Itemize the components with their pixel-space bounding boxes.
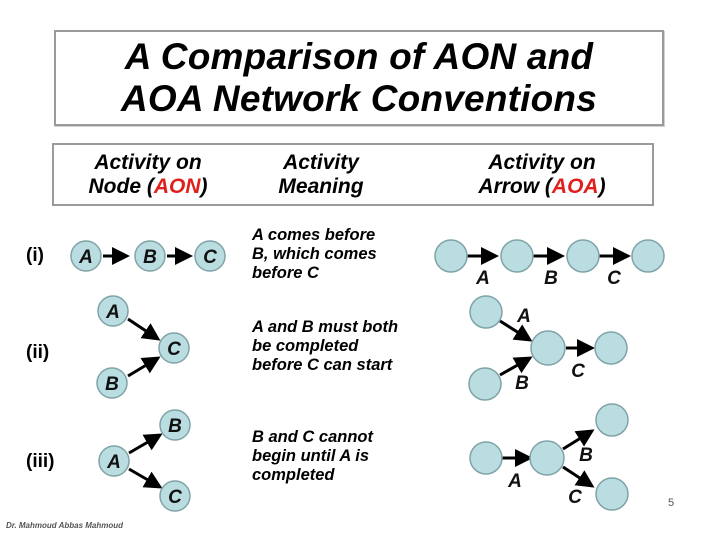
header-aoa: Activity on Arrow (AOA) (452, 151, 632, 199)
aoa-activity-c-label: C (571, 361, 585, 382)
aoa-diagram-i: A B C (434, 239, 665, 289)
aoa-event-node (595, 477, 629, 511)
meaning-ii-line: be completed (252, 337, 359, 355)
header-meaning-line1: Activity (283, 151, 359, 174)
aoa-activity-a-label: A (516, 306, 531, 327)
meaning-i-line: before C (252, 264, 319, 282)
aoa-activity-a-label: A (507, 471, 522, 492)
aon-arrow-a-c (127, 317, 161, 341)
header-meaning-line2: Meaning (278, 175, 364, 198)
meaning-iii-line: begin until A is (252, 447, 370, 465)
header-aoa-prefix: Arrow ( (478, 175, 552, 198)
aon-node-a-label: A (106, 452, 121, 473)
aoa-event-node (469, 295, 503, 329)
aoa-event-node (566, 239, 600, 273)
aoa-event-node (631, 239, 665, 273)
title-line-1: A Comparison of AON and (124, 36, 594, 77)
header-aoa-suffix: ) (598, 175, 606, 198)
aon-node-b (159, 409, 191, 441)
row-label-iii: (iii) (26, 451, 55, 472)
aon-node-c-label: C (167, 339, 181, 360)
aon-node-a (98, 445, 130, 477)
aon-arrow-a-b (128, 433, 163, 455)
aoa-arrow-a (499, 319, 533, 342)
aon-arrow-a-c (128, 467, 163, 489)
aoa-arrow-b (562, 429, 595, 451)
aoa-event-node (468, 367, 502, 401)
aon-node-a (97, 295, 129, 327)
aoa-event-node (469, 441, 503, 475)
meaning-i: A comes before B, which comes before C (252, 226, 377, 283)
header-aon-line2: Node (AON) (68, 175, 228, 199)
aon-diagram-iii: A B C (98, 409, 191, 512)
aoa-event-node (595, 403, 629, 437)
aon-node-c (159, 480, 191, 512)
aoa-event-node (594, 331, 628, 365)
header-aon-suffix: ) (200, 175, 208, 198)
aoa-activity-b-label: B (515, 373, 529, 394)
aoa-arrow-b (499, 356, 533, 377)
header-aoa-line1: Activity on (488, 151, 596, 174)
aon-node-b-label: B (143, 247, 157, 268)
meaning-ii: A and B must both be completed before C … (252, 318, 398, 375)
aoa-activity-c-label: C (568, 487, 582, 508)
aoa-event-node (500, 239, 534, 273)
header-aoa-line2: Arrow (AOA) (452, 175, 632, 199)
aon-node-a-label: A (105, 302, 120, 323)
aon-node-a (70, 240, 102, 272)
header-aon-accent: AON (153, 175, 201, 198)
title-line-2: AOA Network Conventions (120, 78, 598, 119)
header-aoa-accent: AOA (551, 175, 599, 198)
aoa-activity-a-label: A (475, 268, 490, 289)
meaning-i-line: B, which comes (252, 245, 377, 263)
header-aon: Activity on Node (AON) (68, 151, 228, 199)
aoa-activity-b-label: B (544, 268, 558, 289)
meaning-i-line: A comes before (252, 226, 376, 244)
aon-node-c (194, 240, 226, 272)
aoa-activity-b-label: B (579, 445, 593, 466)
aoa-activity-c-label: C (607, 268, 621, 289)
aon-node-b (96, 367, 128, 399)
meaning-iii-line: completed (252, 466, 335, 484)
aoa-arrow-c (562, 465, 595, 488)
meaning-iii-line: B and C cannot (252, 428, 374, 446)
row-label-i: (i) (26, 245, 44, 266)
page-number: 5 (668, 497, 675, 509)
column-header-box: Activity on Node (AON) Activity Meaning … (52, 143, 654, 206)
header-aon-line1: Activity on (94, 151, 202, 174)
aon-node-c-label: C (203, 247, 217, 268)
aon-node-b-label: B (168, 416, 182, 437)
row-label-ii: (ii) (26, 342, 50, 363)
meaning-ii-line: A and B must both (252, 318, 399, 336)
aoa-event-node (529, 440, 565, 476)
author-footer: Dr. Mahmoud Abbas Mahmoud (6, 521, 124, 530)
aon-node-b (134, 240, 166, 272)
aon-node-c-label: C (168, 487, 182, 508)
header-aon-prefix: Node ( (88, 175, 154, 198)
aon-arrow-b-c (127, 356, 161, 378)
aon-diagram-i: A B C (70, 240, 226, 272)
aoa-diagram-ii: A B C (468, 295, 628, 401)
aon-node-c (158, 332, 190, 364)
meaning-ii-line: before C can start (252, 356, 393, 374)
aoa-diagram-iii: A B C (469, 403, 629, 511)
aoa-event-node (434, 239, 468, 273)
title-box: A Comparison of AON and AOA Network Conv… (54, 30, 664, 126)
aoa-event-node (530, 330, 566, 366)
aon-diagram-ii: A B C (96, 295, 190, 399)
header-meaning: Activity Meaning (266, 151, 376, 199)
aon-node-b-label: B (105, 374, 119, 395)
meaning-iii: B and C cannot begin until A is complete… (252, 428, 373, 485)
aon-node-a-label: A (78, 247, 93, 268)
